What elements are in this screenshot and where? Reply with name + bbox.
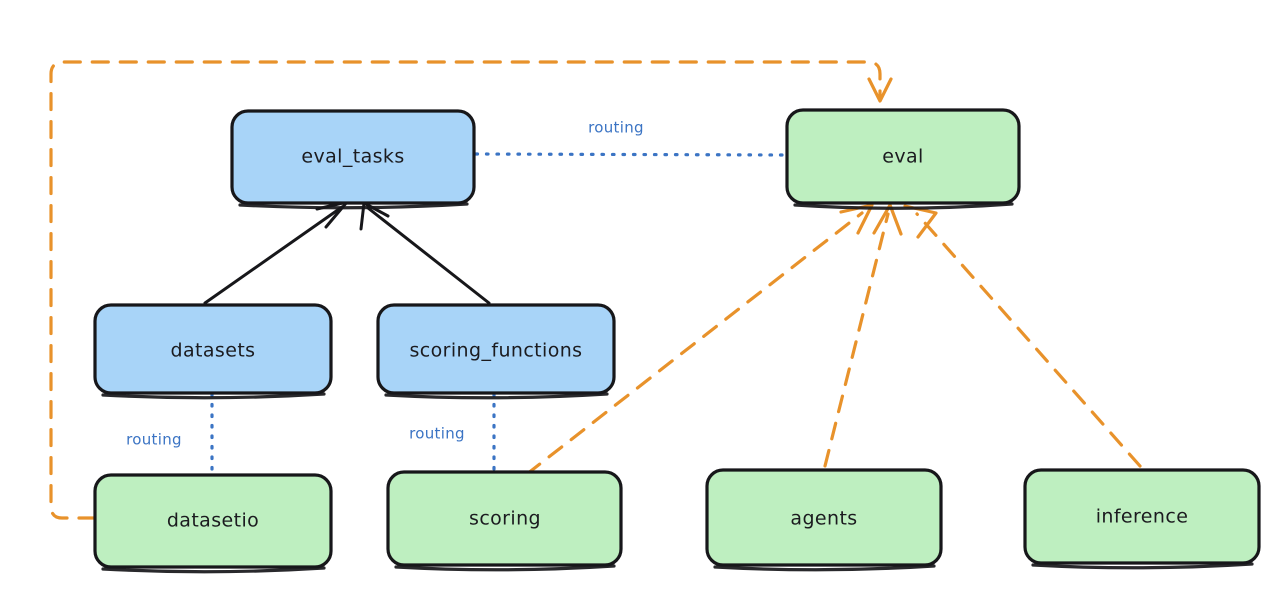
edge-eval-tasks-eval-line: [474, 152, 787, 157]
edge-inference-eval-line: [915, 212, 1142, 468]
edge-scoring-eval: [525, 203, 874, 476]
node-scoring-functions-box[interactable]: [376, 303, 616, 395]
node-agents-sketch-underline: [713, 564, 936, 572]
edge-datasetio-eval-arrowhead: [867, 77, 893, 103]
node-scoring-functions-sketch-underline: [384, 392, 609, 400]
node-inference-box[interactable]: [1023, 468, 1261, 565]
edge-agents-eval: [823, 203, 903, 468]
node-datasetio-sketch-underline: [101, 566, 326, 574]
edge-label-routing-datasets: routing: [126, 431, 182, 449]
node-datasets[interactable]: datasets: [93, 303, 333, 400]
node-eval-label: eval: [882, 146, 923, 168]
node-inference-label: inference: [1096, 506, 1189, 528]
node-eval-tasks-label: eval_tasks: [301, 146, 404, 168]
edge-datasetio-eval: [49, 60, 893, 520]
routing-edges-group: [210, 152, 787, 476]
solid-edges-group: [203, 200, 491, 305]
node-eval-tasks-box[interactable]: [230, 109, 476, 205]
node-datasets-sketch-underline: [101, 392, 326, 400]
edge-datasets-eval-tasks: [203, 200, 349, 305]
node-eval[interactable]: eval: [785, 108, 1021, 210]
node-scoring-functions-label: scoring_functions: [410, 340, 583, 362]
node-inference[interactable]: inference: [1023, 468, 1261, 570]
node-scoring-sketch-underline: [394, 564, 616, 572]
node-datasetio[interactable]: datasetio: [93, 473, 333, 574]
node-agents[interactable]: agents: [705, 468, 943, 572]
node-scoring-label: scoring: [469, 508, 541, 530]
edge-datasets-eval-tasks-line: [203, 205, 344, 305]
edge-label-routing-eval-tasks: routing: [588, 119, 644, 137]
edge-scoring-functions-eval-tasks-line: [366, 206, 491, 305]
node-datasets-box[interactable]: [93, 303, 333, 395]
node-inference-sketch-underline: [1031, 562, 1254, 570]
edge-agents-eval-line: [823, 212, 890, 468]
node-datasetio-label: datasetio: [167, 510, 259, 532]
node-eval-tasks-sketch-underline: [238, 202, 469, 210]
node-scoring-functions[interactable]: scoring_functions: [376, 303, 616, 400]
edge-datasetio-eval-line: [49, 60, 882, 520]
node-eval-box[interactable]: [785, 108, 1021, 205]
edge-labels-group: routing routing routing: [126, 119, 644, 449]
node-agents-label: agents: [790, 508, 857, 530]
node-agents-box[interactable]: [705, 468, 943, 567]
edge-inference-eval: [903, 204, 1142, 468]
edge-scoring-eval-line: [525, 211, 864, 476]
edge-label-routing-scoring-functions: routing: [409, 425, 465, 443]
dependency-edges-group: [49, 60, 1142, 520]
node-datasetio-box[interactable]: [93, 473, 333, 569]
node-scoring-box[interactable]: [386, 470, 623, 567]
node-eval-tasks[interactable]: eval_tasks: [230, 109, 476, 210]
node-scoring[interactable]: scoring: [386, 470, 623, 572]
node-eval-sketch-underline: [793, 202, 1014, 210]
edge-scoring-functions-eval-tasks: [359, 201, 491, 305]
node-datasets-label: datasets: [171, 340, 256, 362]
edge-scoring-eval-arrowhead: [839, 203, 874, 235]
edge-agents-eval-arrowhead: [872, 203, 903, 236]
